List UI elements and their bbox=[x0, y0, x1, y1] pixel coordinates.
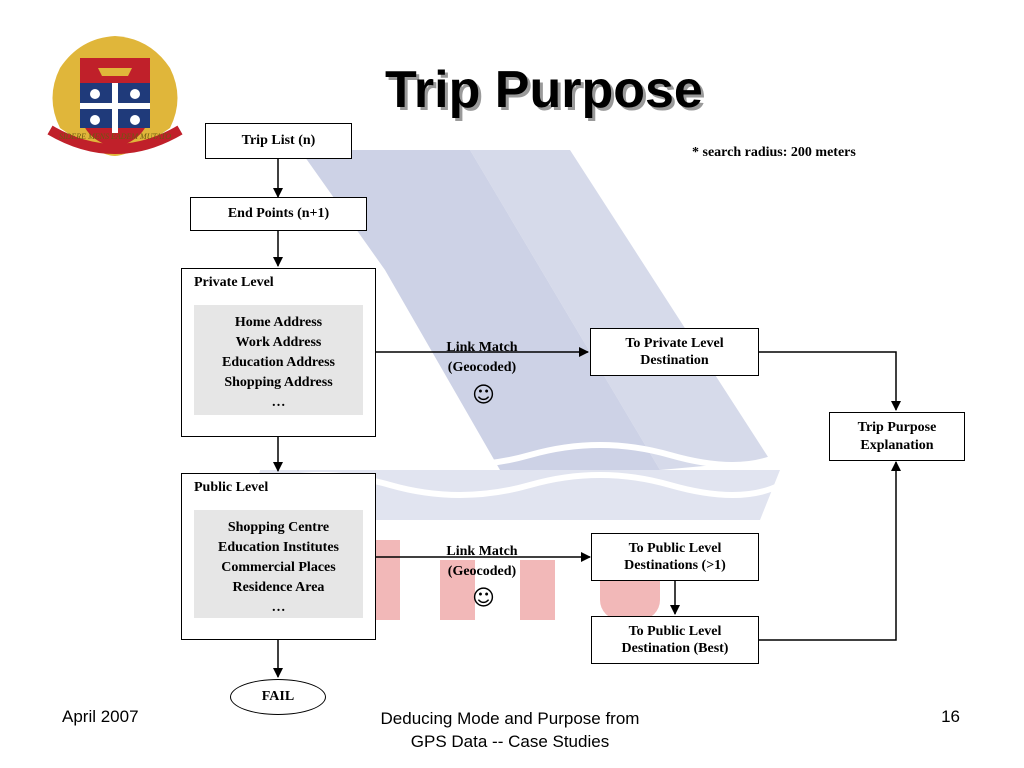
list-item: Commercial Places bbox=[221, 560, 336, 575]
university-crest-logo bbox=[47, 36, 183, 156]
trip-purpose-explanation-box: Trip Purpose Explanation bbox=[829, 412, 965, 461]
slide-title: Trip Purpose bbox=[385, 61, 703, 119]
to-public-destinations-box: To Public Level Destinations (>1) bbox=[591, 533, 759, 581]
smiley-icon: ☺ bbox=[472, 586, 495, 611]
list-item: … bbox=[271, 395, 286, 410]
arrow-best-to-purpose bbox=[759, 461, 901, 641]
public-level-title: Public Level bbox=[194, 480, 269, 495]
smiley-icon: ☺ bbox=[472, 383, 495, 408]
footer-title: Deducing Mode and Purpose from GPS Data … bbox=[380, 709, 640, 751]
private-level-title: Private Level bbox=[194, 275, 274, 290]
list-item: Education Address bbox=[222, 355, 335, 370]
list-item: Home Address bbox=[234, 315, 323, 330]
list-item: Residence Area bbox=[232, 580, 325, 595]
private-level-panel: Private Level Home Address Work Address … bbox=[181, 268, 376, 437]
trip-list-box: Trip List (n) bbox=[205, 123, 352, 159]
list-item: Education Institutes bbox=[218, 540, 339, 555]
list-item: Shopping Centre bbox=[227, 520, 330, 535]
footer-date: April 2007 bbox=[62, 707, 139, 726]
link-match-public-label: Link Match (Geocoded) bbox=[446, 544, 518, 579]
slide-number: 16 bbox=[941, 707, 960, 726]
to-public-best-box: To Public Level Destination (Best) bbox=[591, 616, 759, 664]
crest-motto: SIDERE MENS EADEM MUTATO bbox=[58, 132, 172, 141]
list-item: … bbox=[271, 600, 286, 615]
public-level-list: Shopping Centre Education Institutes Com… bbox=[194, 510, 363, 618]
list-item: Shopping Address bbox=[224, 375, 333, 390]
search-radius-note: * search radius: 200 meters bbox=[692, 145, 856, 160]
list-item: Work Address bbox=[235, 335, 322, 350]
arrow-private-dest-to-purpose bbox=[759, 351, 901, 411]
private-level-list: Home Address Work Address Education Addr… bbox=[194, 305, 363, 415]
to-private-destination-box: To Private Level Destination bbox=[590, 328, 759, 376]
public-level-panel: Public Level Shopping Centre Education I… bbox=[181, 473, 376, 640]
link-match-private-label: Link Match (Geocoded) bbox=[446, 340, 518, 375]
fail-terminal: FAIL bbox=[230, 679, 326, 715]
end-points-box: End Points (n+1) bbox=[190, 197, 367, 231]
